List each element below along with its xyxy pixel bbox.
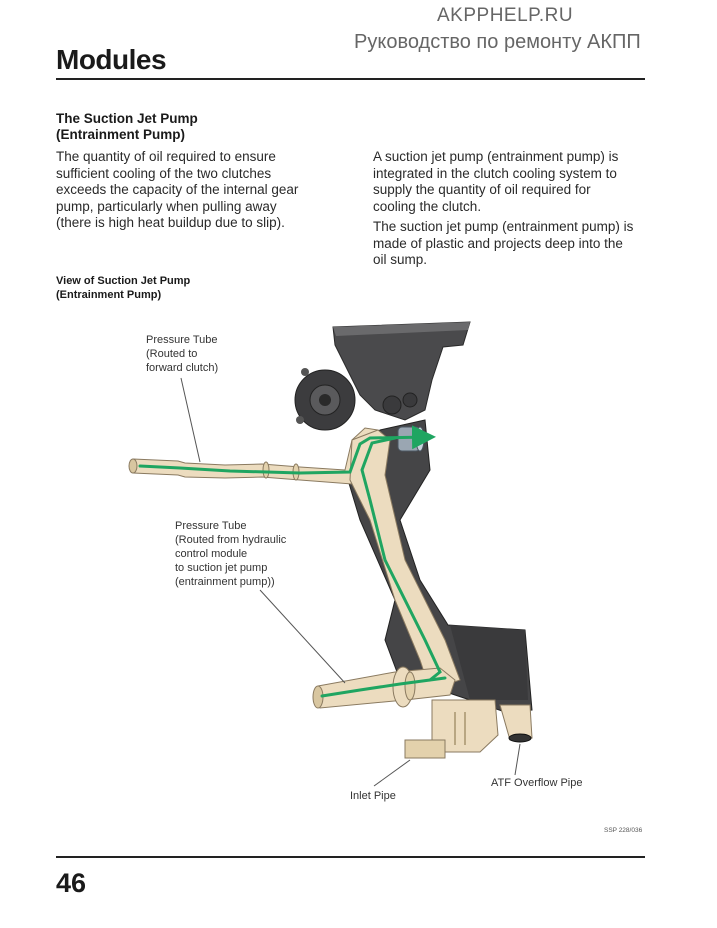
callout-line: to suction jet pump bbox=[175, 562, 268, 574]
paragraph-line: made of plastic and projects deep into t… bbox=[373, 235, 623, 251]
bottom-divider bbox=[56, 856, 645, 858]
paragraph-line: (there is high heat buildup due to slip)… bbox=[56, 215, 285, 230]
pump-housing-body bbox=[344, 419, 533, 713]
outlet-nozzle bbox=[397, 426, 425, 452]
left-paragraph: The quantity of oil required to ensure s… bbox=[56, 149, 341, 232]
callout-line: (Routed from hydraulic bbox=[175, 534, 287, 546]
atf-overflow-pipe bbox=[499, 704, 533, 743]
paragraph-line: supply the quantity of oil required for bbox=[373, 182, 591, 197]
callout-line: Pressure Tube bbox=[175, 520, 247, 532]
watermark-subtitle: Руководство по ремонту АКПП bbox=[354, 31, 641, 53]
callout-atf-overflow-pipe: ATF Overflow Pipe bbox=[491, 777, 583, 789]
pump-housing-top bbox=[294, 321, 471, 431]
paragraph-line: pump, particularly when pulling away bbox=[56, 198, 277, 214]
paragraph-line: The quantity of oil required to ensure bbox=[56, 149, 276, 164]
section-heading: The Suction Jet Pump (Entrainment Pump) bbox=[56, 111, 198, 143]
heading-line: The Suction Jet Pump bbox=[56, 111, 198, 126]
section-title: Modules bbox=[56, 44, 167, 75]
oil-flow-path bbox=[138, 425, 447, 698]
leader-lines bbox=[180, 377, 521, 787]
callout-inlet-pipe: Inlet Pipe bbox=[350, 790, 396, 802]
paragraph-line: integrated in the clutch cooling system … bbox=[373, 165, 617, 181]
heading-line: (Entrainment Pump) bbox=[56, 127, 186, 142]
leader-line bbox=[514, 743, 521, 776]
callout-line: (entrainment pump)) bbox=[175, 576, 275, 588]
paragraph-line: oil sump. bbox=[373, 252, 428, 267]
right-paragraph-2: The suction jet pump (entrainment pump) … bbox=[373, 219, 658, 269]
figure-code: SSP 228/036 bbox=[604, 827, 643, 834]
callout-pressure-tube-hydraulic: Pressure Tube (Routed from hydraulic con… bbox=[175, 519, 286, 589]
callout-line: control module bbox=[175, 548, 248, 560]
top-divider bbox=[56, 78, 645, 80]
callout-line: Pressure Tube bbox=[146, 334, 218, 346]
pressure-tube-upper bbox=[128, 427, 379, 486]
callout-line: forward clutch) bbox=[146, 362, 219, 374]
inlet-pipe bbox=[404, 699, 499, 759]
callout-pressure-tube-forward: Pressure Tube (Routed to forward clutch) bbox=[146, 333, 218, 375]
figure-title-line: (Entrainment Pump) bbox=[56, 289, 162, 301]
figure-title: View of Suction Jet Pump (Entrainment Pu… bbox=[56, 274, 190, 302]
paragraph-line: exceeds the capacity of the internal gea… bbox=[56, 182, 299, 197]
watermark-site: AKPPHELP.RU bbox=[437, 5, 574, 26]
callout-line: (Routed to bbox=[146, 348, 198, 360]
leader-line bbox=[180, 377, 201, 463]
leader-line bbox=[373, 759, 411, 787]
paragraph-line: A suction jet pump (entrainment pump) is bbox=[373, 149, 619, 164]
leader-line bbox=[259, 589, 346, 684]
paragraph-line: sufficient cooling of the two clutches bbox=[56, 165, 272, 181]
paragraph-line: The suction jet pump (entrainment pump) … bbox=[373, 219, 634, 234]
right-paragraph-1: A suction jet pump (entrainment pump) is… bbox=[373, 149, 658, 215]
page-number: 46 bbox=[56, 868, 87, 898]
figure-title-line: View of Suction Jet Pump bbox=[56, 275, 191, 287]
paragraph-line: cooling the clutch. bbox=[373, 198, 482, 214]
